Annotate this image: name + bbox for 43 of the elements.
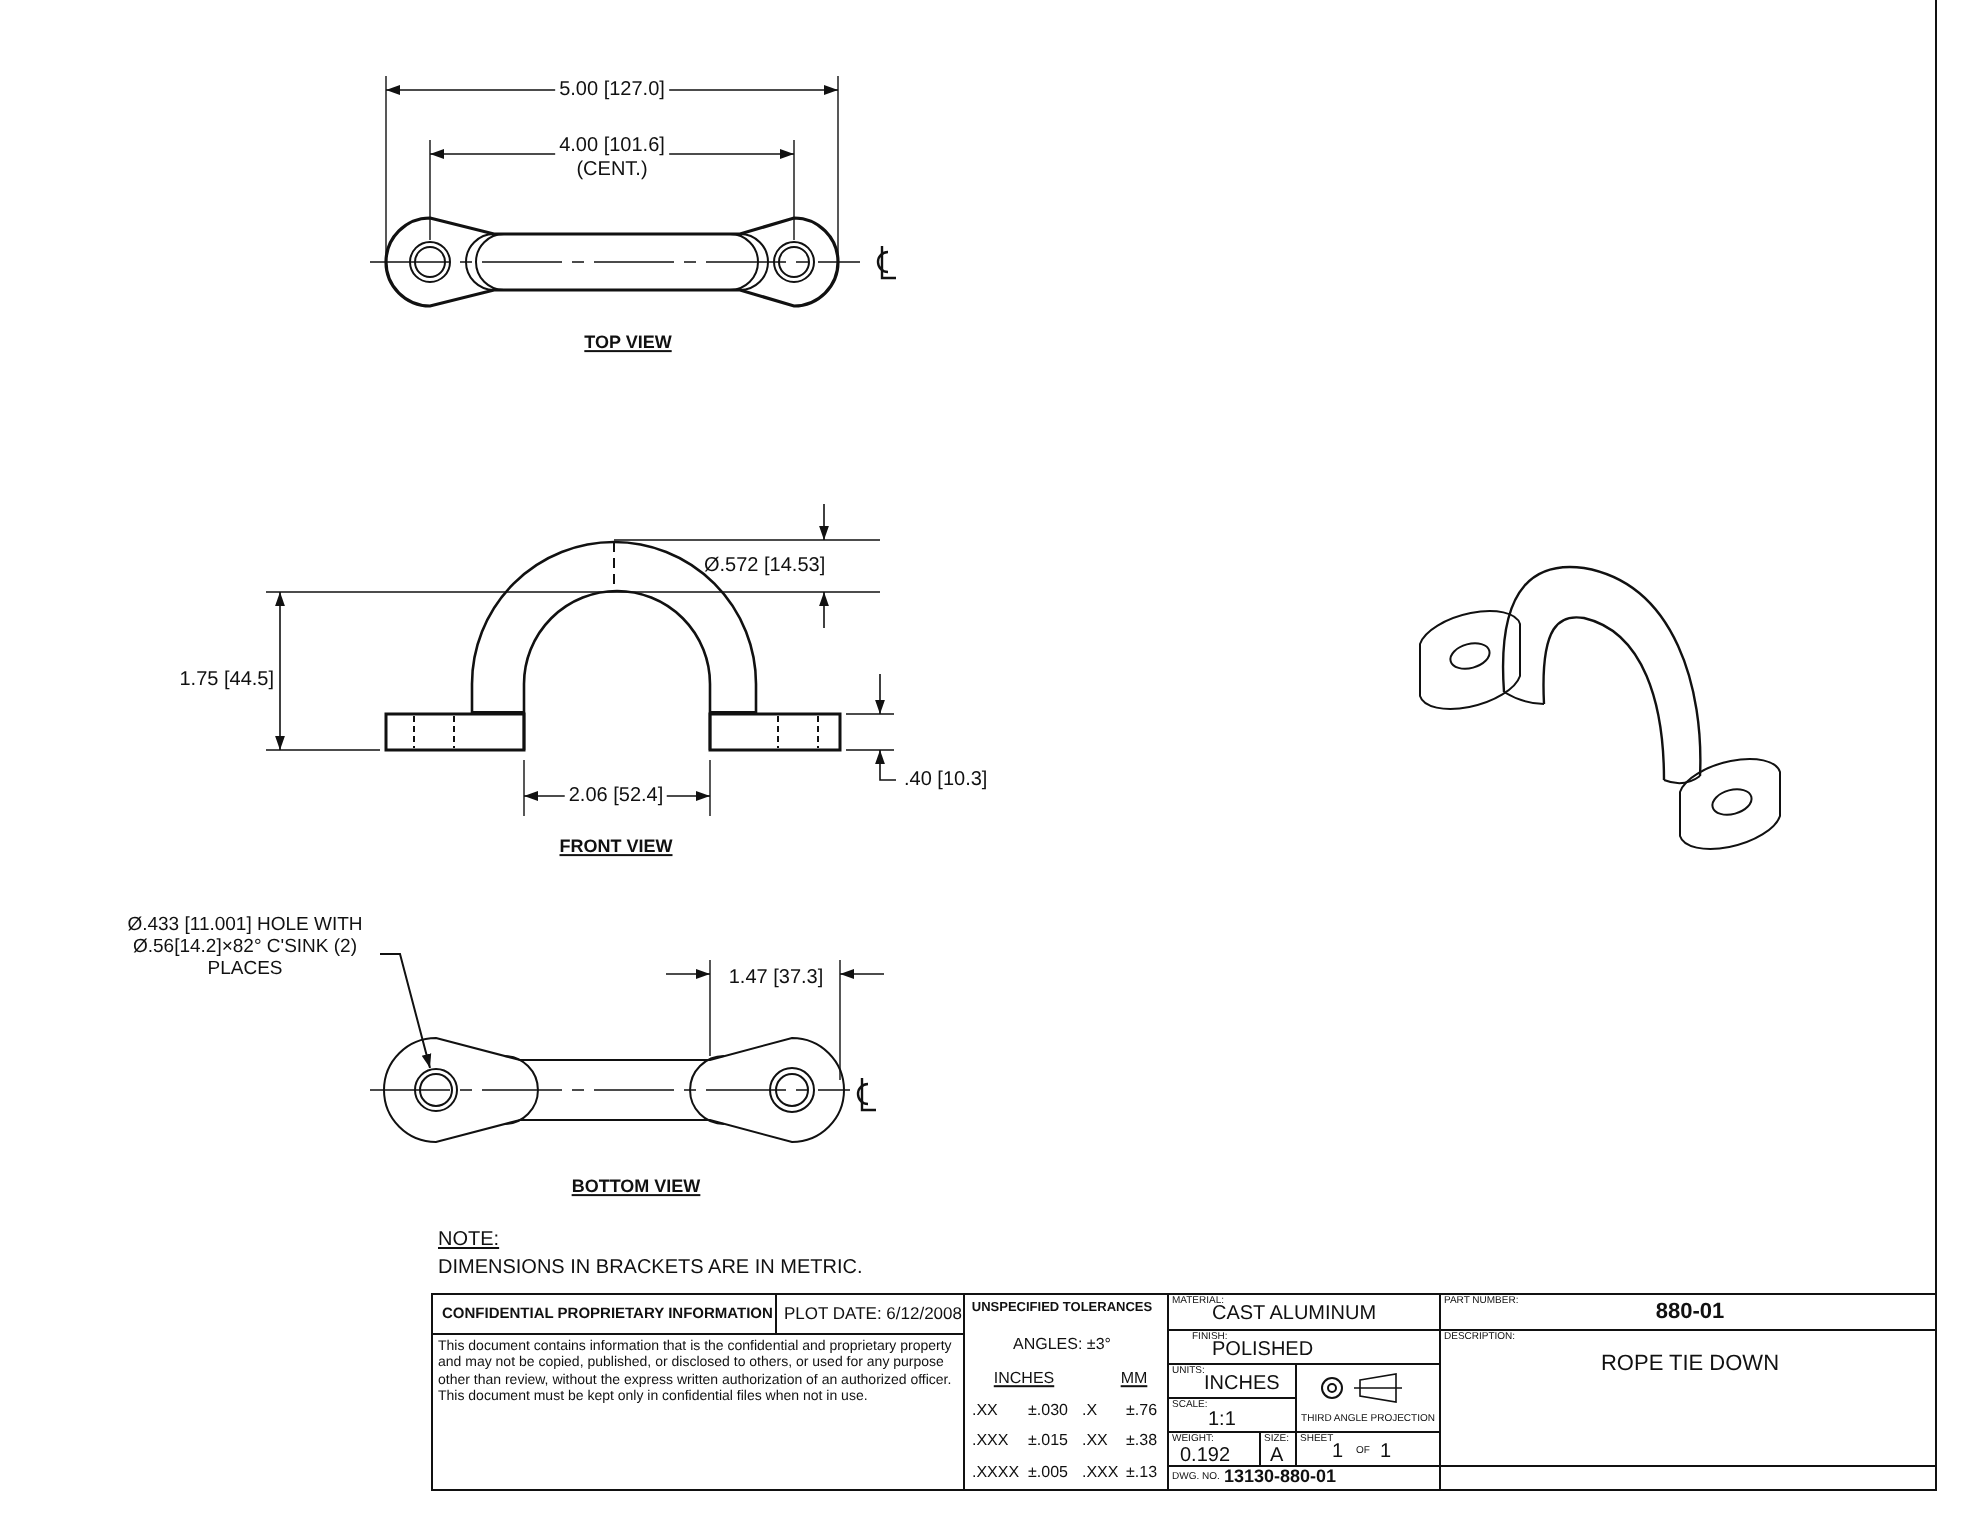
dimension-text: 1.75 [44.5] bbox=[179, 669, 274, 691]
part-number: 880-01 bbox=[1655, 1299, 1725, 1325]
field-value: 0.192 bbox=[1180, 1445, 1231, 1467]
table-value: ±.005 bbox=[1028, 1465, 1068, 1483]
leader-line bbox=[379, 953, 432, 1069]
field-value: INCHES bbox=[1204, 1373, 1280, 1395]
field-value: 13130-880-01 bbox=[1224, 1468, 1337, 1488]
dimension-text: 5.00 [127.0] bbox=[555, 79, 669, 101]
field-value: 1:1 bbox=[1208, 1409, 1236, 1431]
callout-text: Ø.433 [11.001] HOLE WITH Ø.56[14.2]×82° C'SINK (2) PLACES bbox=[110, 916, 380, 982]
dimension-text: (CENT.) bbox=[576, 159, 648, 181]
table-value: .XXXX bbox=[972, 1465, 1020, 1483]
dimension-text: 1.47 [37.3] bbox=[728, 967, 824, 989]
dimension-text: Ø.572 [14.53] bbox=[704, 555, 826, 577]
note-heading: NOTE: bbox=[438, 1229, 500, 1251]
table-value: ±.13 bbox=[1126, 1465, 1158, 1483]
dimension-text: 2.06 [52.4] bbox=[564, 785, 668, 807]
table-value: ANGLES: ±3° bbox=[1013, 1337, 1111, 1355]
table-value: .XXX bbox=[972, 1433, 1009, 1451]
dimension-text: 4.00 [101.6] bbox=[555, 135, 669, 157]
table-value: .XXX bbox=[1082, 1465, 1119, 1483]
field-value: 1 bbox=[1380, 1441, 1392, 1463]
hole bbox=[414, 1068, 458, 1112]
table-value: .X bbox=[1082, 1403, 1098, 1421]
part-description: ROPE TIE DOWN bbox=[1600, 1351, 1780, 1377]
column-heading: MM bbox=[1120, 1371, 1148, 1389]
field-value: CAST ALUMINUM bbox=[1212, 1303, 1377, 1325]
table-value: ±.030 bbox=[1028, 1403, 1068, 1421]
view-title: BOTTOM VIEW bbox=[571, 1178, 701, 1198]
note-text: DIMENSIONS IN BRACKETS ARE IN METRIC. bbox=[438, 1257, 863, 1279]
view-title: FRONT VIEW bbox=[559, 838, 673, 858]
column-heading: INCHES bbox=[993, 1371, 1055, 1389]
table-value: .XX bbox=[972, 1403, 998, 1421]
dimension-text: .40 [10.3] bbox=[904, 769, 988, 791]
table-value: .XX bbox=[1082, 1433, 1108, 1451]
view-title: TOP VIEW bbox=[584, 334, 672, 354]
plot-date: PLOT DATE: 6/12/2008 bbox=[784, 1304, 962, 1324]
table-value: ±.015 bbox=[1028, 1433, 1068, 1451]
field-value: POLISHED bbox=[1212, 1339, 1314, 1361]
table-value: ±.76 bbox=[1126, 1403, 1158, 1421]
field-value: 1 bbox=[1332, 1441, 1344, 1463]
table-value: ±.38 bbox=[1126, 1433, 1158, 1451]
field-value: A bbox=[1270, 1445, 1284, 1467]
